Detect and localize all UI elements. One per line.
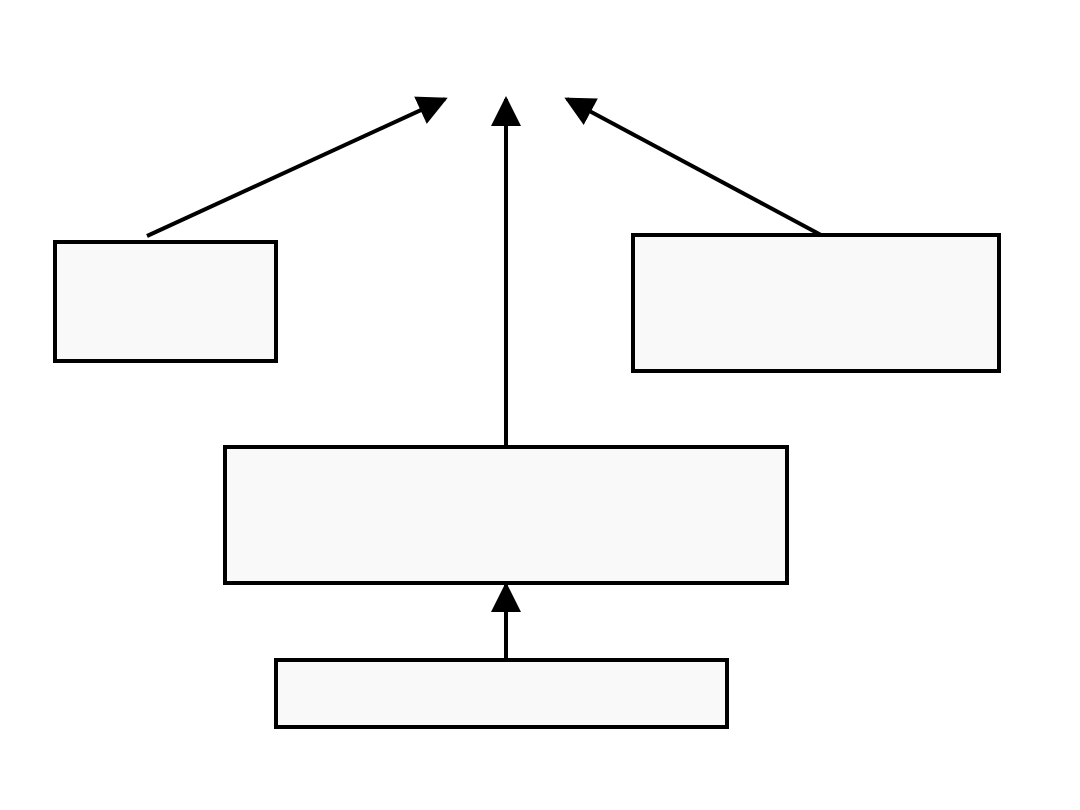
middle-box: [223, 445, 789, 585]
arrow-right-box-to-top: [564, 97, 822, 237]
arrow-left-box-to-top: [146, 96, 448, 238]
right-box: [631, 233, 1001, 373]
left-box: [53, 240, 278, 363]
bottom-box: [274, 658, 729, 729]
